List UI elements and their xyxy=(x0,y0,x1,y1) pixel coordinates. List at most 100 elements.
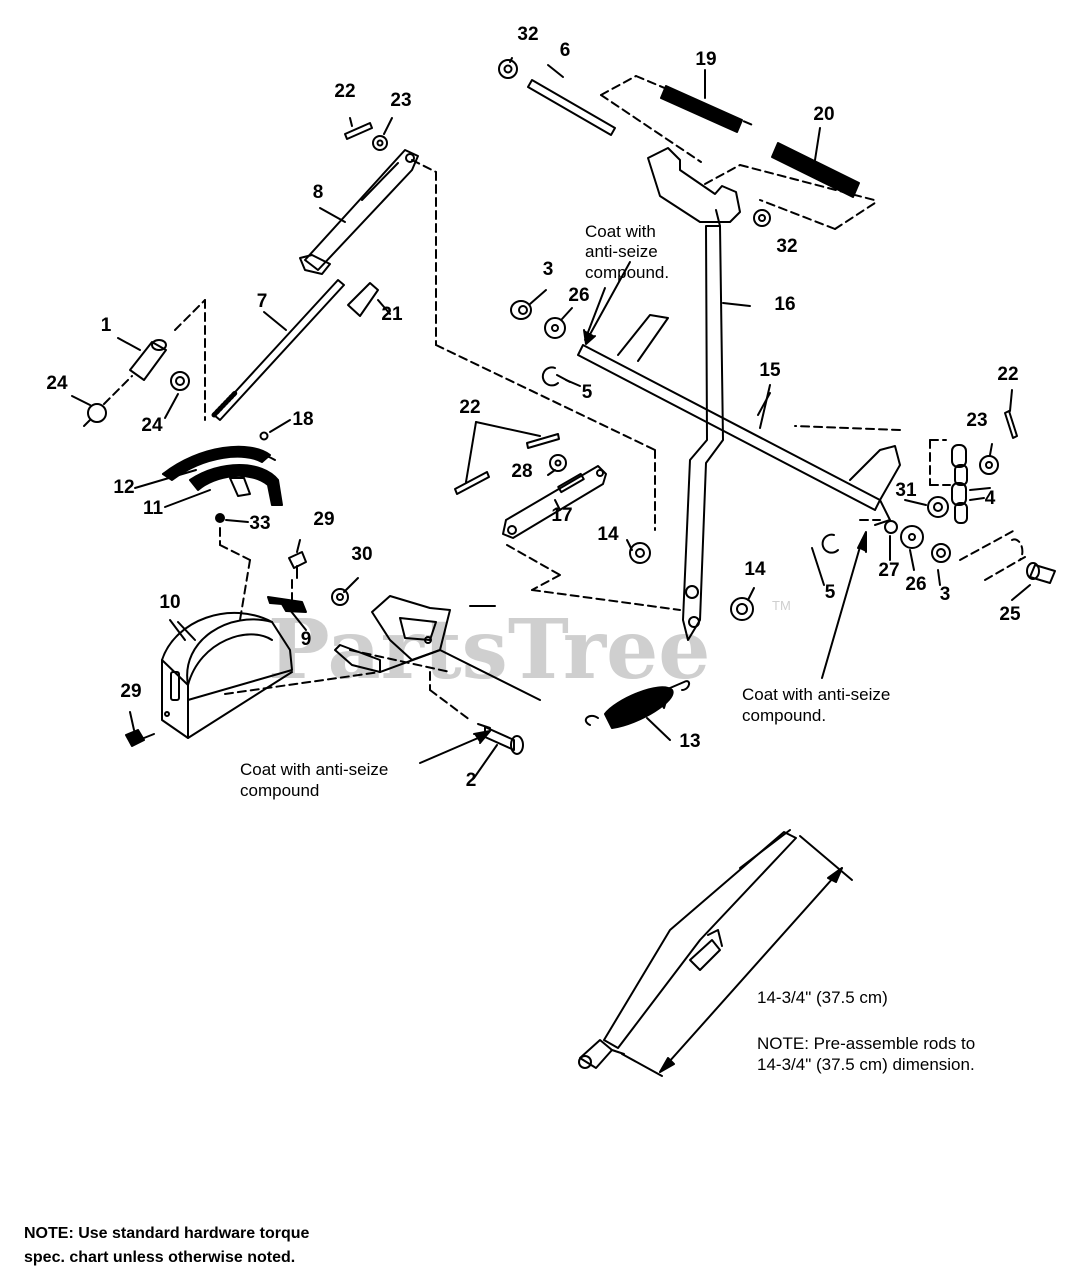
callout-15: 15 xyxy=(759,360,781,381)
callout-13: 13 xyxy=(679,731,700,752)
callout-5: 5 xyxy=(582,382,593,403)
callout-16: 16 xyxy=(774,294,795,315)
callout-33: 33 xyxy=(249,513,270,534)
chain-4 xyxy=(951,444,985,524)
note-line: Coat with anti-seize xyxy=(742,685,890,704)
callout-14: 14 xyxy=(597,524,619,545)
callout-22: 22 xyxy=(459,397,480,418)
leader-31 xyxy=(904,499,927,506)
leader-3b xyxy=(937,569,941,586)
cotter-22-top xyxy=(344,122,373,140)
note-line: compound. xyxy=(742,706,826,725)
leader-29b xyxy=(129,711,135,731)
preassembled-rod xyxy=(578,829,797,1069)
callout-21: 21 xyxy=(381,304,403,325)
clevis-pin-2 xyxy=(477,723,524,755)
nut-32-right xyxy=(753,209,771,227)
callout-23: 23 xyxy=(966,410,987,431)
right-guide-lines xyxy=(794,425,1026,581)
callout-19: 19 xyxy=(695,49,716,70)
anti-seize-arrow-top xyxy=(587,261,631,339)
fender-12 xyxy=(162,445,276,481)
leader-12 xyxy=(134,469,197,489)
leader-3a xyxy=(529,289,547,305)
cotter-22-mid xyxy=(454,421,560,495)
callout-26: 26 xyxy=(905,574,926,595)
rod-8 xyxy=(299,149,419,275)
callout-32: 32 xyxy=(776,236,797,257)
leader-28 xyxy=(547,469,556,476)
callout-6: 6 xyxy=(560,40,571,61)
callout-22: 22 xyxy=(997,364,1018,385)
washer-28 xyxy=(549,454,567,472)
callout-10: 10 xyxy=(159,592,180,613)
callout-29: 29 xyxy=(313,509,334,530)
callout-24: 24 xyxy=(46,373,68,394)
bracket-main xyxy=(334,595,541,701)
shaft-15 xyxy=(577,287,901,526)
callout-23: 23 xyxy=(390,90,411,111)
dimension-label: 14-3/4" (37.5 cm) xyxy=(757,988,888,1007)
note-line: NOTE: Use standard hardware torque xyxy=(24,1225,309,1242)
callout-32: 32 xyxy=(517,24,538,45)
anti-seize-arrowhead-top xyxy=(583,329,596,345)
callout-5: 5 xyxy=(825,582,836,603)
note-line: compound. xyxy=(585,263,669,282)
leader-25 xyxy=(1011,584,1031,601)
note-line: Coat with anti-seize xyxy=(240,760,388,779)
anti-seize-arrowhead-right xyxy=(857,531,867,553)
screw-33 xyxy=(215,513,249,523)
washer-23-top xyxy=(372,135,388,151)
bushing-3-right xyxy=(931,543,951,563)
watermark: PartsTree xyxy=(268,602,710,698)
callout-7: 7 xyxy=(257,291,268,312)
bushing-3-top xyxy=(510,300,532,320)
mid-guide-lines xyxy=(411,159,681,611)
note-line: spec. chart unless otherwise noted. xyxy=(24,1249,295,1266)
screw-18 xyxy=(259,419,291,441)
callout-11: 11 xyxy=(143,498,164,519)
leader-4 xyxy=(969,487,991,491)
callout-12: 12 xyxy=(113,477,134,498)
housing-10 xyxy=(161,611,293,739)
leader-23a xyxy=(383,117,393,135)
fender-guide xyxy=(219,527,251,621)
washer-23-right xyxy=(979,455,999,475)
note-anti-seize-right: Coat with anti-seize compound. xyxy=(742,685,890,725)
washer-27 xyxy=(884,520,898,534)
bolt-24-left xyxy=(71,395,107,427)
anti-seize-arrow-right xyxy=(821,539,863,679)
washer-30 xyxy=(331,588,349,606)
note-anti-seize-top: Coat with anti-seize compound. xyxy=(585,222,669,282)
callout-20: 20 xyxy=(813,104,834,125)
callout-18: 18 xyxy=(292,409,313,430)
note-line: Coat with xyxy=(585,222,656,241)
callout-3: 3 xyxy=(940,584,951,605)
callout-1: 1 xyxy=(101,315,112,336)
bushing-14-left xyxy=(629,542,651,564)
leader-5b xyxy=(811,547,825,586)
callout-25: 25 xyxy=(999,604,1021,625)
nut-24-right xyxy=(164,371,190,419)
callout-29: 29 xyxy=(120,681,141,702)
bolt-29-top xyxy=(288,551,307,579)
leader-2 xyxy=(473,744,498,779)
callout-17: 17 xyxy=(551,505,572,526)
washer-26-top xyxy=(544,307,573,339)
leader-23b xyxy=(989,443,993,456)
watermark-tm: TM xyxy=(772,598,791,613)
note-preassemble: NOTE: Pre-assemble rods to 14-3/4" (37.5… xyxy=(757,1034,975,1074)
spring-13 xyxy=(584,680,690,741)
callout-27: 27 xyxy=(878,560,899,581)
nut-32-top xyxy=(498,59,518,79)
callout-14: 14 xyxy=(744,559,766,580)
clip-5-right xyxy=(821,533,839,554)
callout-2: 2 xyxy=(466,770,477,791)
link-17 xyxy=(502,465,607,539)
leader-22a xyxy=(349,117,353,127)
callout-30: 30 xyxy=(351,544,372,565)
grip-19 xyxy=(660,69,743,133)
pivot-guide xyxy=(103,375,133,405)
note-line: 14-3/4" (37.5 cm) dimension. xyxy=(757,1055,975,1074)
callout-22: 22 xyxy=(334,81,355,102)
